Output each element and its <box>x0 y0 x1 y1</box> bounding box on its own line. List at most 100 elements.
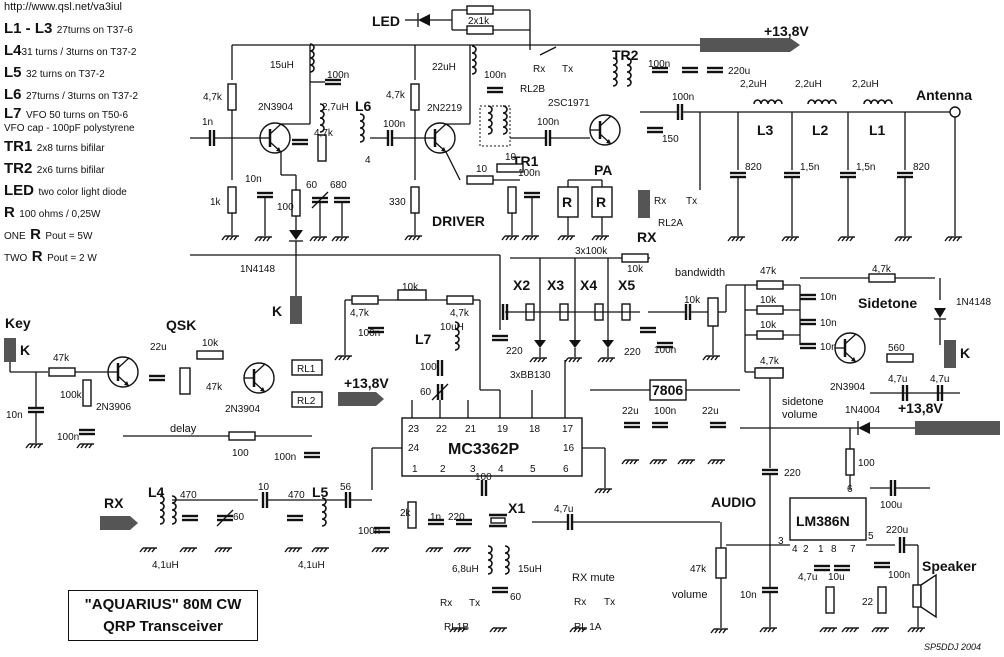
c-100n-label-c: 100n <box>537 117 559 128</box>
lm-pin-8: 8 <box>831 544 837 555</box>
relay-tx-label-c: Tx <box>469 598 480 609</box>
sidetone-label: Sidetone <box>858 295 917 311</box>
c-100n-label-b: 100n <box>484 70 506 81</box>
sidetone-volume-pot[interactable] <box>754 367 784 379</box>
legend-value: 32 turns on T37-2 <box>25 69 105 80</box>
supply-label-qsk: +13,8V <box>344 375 389 391</box>
legend-key: R <box>30 226 41 243</box>
legend-row-l6: L6 27turns / 3turns on T37-2 <box>4 84 174 106</box>
r-22-label: 22 <box>862 597 874 608</box>
l1-value-label: 2,2uH <box>852 79 879 90</box>
legend-value: 27turns on T37-6 <box>56 25 133 36</box>
volume-pot[interactable] <box>715 547 727 579</box>
lm-pin-3: 3 <box>778 536 784 547</box>
lm-pin-2: 2 <box>803 544 809 555</box>
ic-mc3362p <box>401 417 583 477</box>
c-100n-label-a: 100n <box>327 70 349 81</box>
audio-label: AUDIO <box>711 494 756 510</box>
legend-key: R <box>31 248 43 265</box>
r-pout-b: R <box>596 194 606 210</box>
relay-rl1-label: RL1 <box>297 364 316 375</box>
legend-prefix: ONE <box>4 231 26 242</box>
diode-1n4148-label-a: 1N4148 <box>240 264 275 275</box>
mc-pin-19: 19 <box>497 424 509 435</box>
legend-prefix: TWO <box>4 253 28 264</box>
r-330-label: 330 <box>389 197 406 208</box>
varicap-label: 3xBB130 <box>510 370 551 381</box>
mc-pin-24: 24 <box>408 443 420 454</box>
legend-row-l4: L431 turns / 3turns on T37-2 <box>4 40 174 62</box>
c-150-label: 150 <box>662 134 679 145</box>
transistor-q3906-label: 2N3906 <box>96 402 131 413</box>
c-220-label-b: 220 <box>624 347 641 358</box>
ic-mc3362p-label: MC3362P <box>448 441 519 458</box>
relay-rx-label-d: Rx <box>574 597 586 608</box>
r-4k7-label-c: 4,7k <box>386 90 406 101</box>
mc-pin-5: 5 <box>530 464 536 475</box>
key-connector-right <box>944 340 956 368</box>
supply-label-sidetone: +13,8V <box>898 400 943 416</box>
c-22u-label: 22u <box>150 342 167 353</box>
c-10n-label-a: 10n <box>245 174 262 185</box>
r-47k-label-d: 47k <box>690 564 707 575</box>
r-10k-qsk-label: 10k <box>202 338 219 349</box>
c-100n-label-f: 100n <box>358 328 380 339</box>
r-10k-label-d: 10k <box>760 320 777 331</box>
bandwidth-pot[interactable] <box>707 297 719 327</box>
legend: L1 - L3 27turns on T37-6 L431 turns / 3t… <box>4 18 174 268</box>
c-10u-label: 10u <box>828 572 845 583</box>
c-100n-label-d: 100n <box>518 168 540 179</box>
c-10n-label-g: 10n <box>740 590 757 601</box>
lm-pin-4: 4 <box>792 544 798 555</box>
antenna-label: Antenna <box>916 87 972 103</box>
r-4k7-label-e: 4,7k <box>450 308 470 319</box>
c-10n-label-c: 10n <box>820 292 837 303</box>
tr1-transformer <box>479 105 511 147</box>
lm-pin-1: 1 <box>818 544 824 555</box>
c-10-label: 10 <box>258 482 270 493</box>
led-label: LED <box>372 13 400 29</box>
r-100-label-b: 100 <box>232 448 249 459</box>
legend-row-led: LED two color light diode <box>4 180 174 202</box>
relay-rl1 <box>291 359 323 376</box>
transistor-q1-label: 2N3904 <box>258 102 293 113</box>
title-line-1: "AQUARIUS" 80M CW <box>84 596 242 613</box>
legend-value: 100 ohms / 0,25W <box>19 209 101 220</box>
transistor-sidetone-label: 2N3904 <box>830 382 865 393</box>
rx-label-left: RX <box>104 495 124 511</box>
key-connector-top <box>290 296 302 324</box>
transistor-q3904-qsk-label: 2N3904 <box>225 404 260 415</box>
mc-pin-16: 16 <box>563 443 575 454</box>
c-220-label-a: 220 <box>506 346 523 357</box>
c-56-label: 56 <box>340 482 352 493</box>
r-1k-label: 1k <box>210 197 222 208</box>
sidetone-volume-label-1: sidetone <box>782 396 824 408</box>
c-22u-label-c: 22u <box>702 406 719 417</box>
l2-label: L2 <box>812 122 829 138</box>
tuning-pot[interactable] <box>397 289 427 301</box>
c-100n-pa-label: 100n <box>672 92 694 103</box>
legend-value: 31 turns / 3turns on T37-2 <box>21 47 137 58</box>
c-4-7u-label-a: 4,7u <box>888 374 907 385</box>
l-10uh-label: 10uH <box>440 322 464 333</box>
legend-key: L4 <box>4 42 22 59</box>
supply-connector-qsk <box>338 392 384 406</box>
c-220-label-c: 220 <box>784 468 801 479</box>
delay-pot[interactable] <box>179 367 191 395</box>
legend-vfo-cap: VFO cap - 100pF polystyrene <box>4 123 135 134</box>
c-220u-label: 220u <box>728 66 750 77</box>
l-6-8uh-label: 6,8uH <box>452 564 479 575</box>
c-4-7u-label-c: 4,7u <box>554 504 573 515</box>
legend-value: 2x8 turns bifilar <box>36 143 105 154</box>
r-pout-a: R <box>562 194 572 210</box>
mc-pin-3: 3 <box>470 464 476 475</box>
key-label: Key <box>5 315 31 331</box>
legend-value: Pout = 2 W <box>47 253 97 264</box>
legend-row-l7: L7 VFO 50 turns on T50-6 <box>4 106 174 122</box>
l-4-1uh-label-b: 4,1uH <box>298 560 325 571</box>
bandwidth-label: bandwidth <box>675 267 725 279</box>
legend-key: L1 - L3 <box>4 20 53 37</box>
r-100-label-c: 100 <box>858 458 875 469</box>
title-line-2: QRP Transceiver <box>103 618 223 635</box>
r-10-label-b: 10 <box>505 152 517 163</box>
